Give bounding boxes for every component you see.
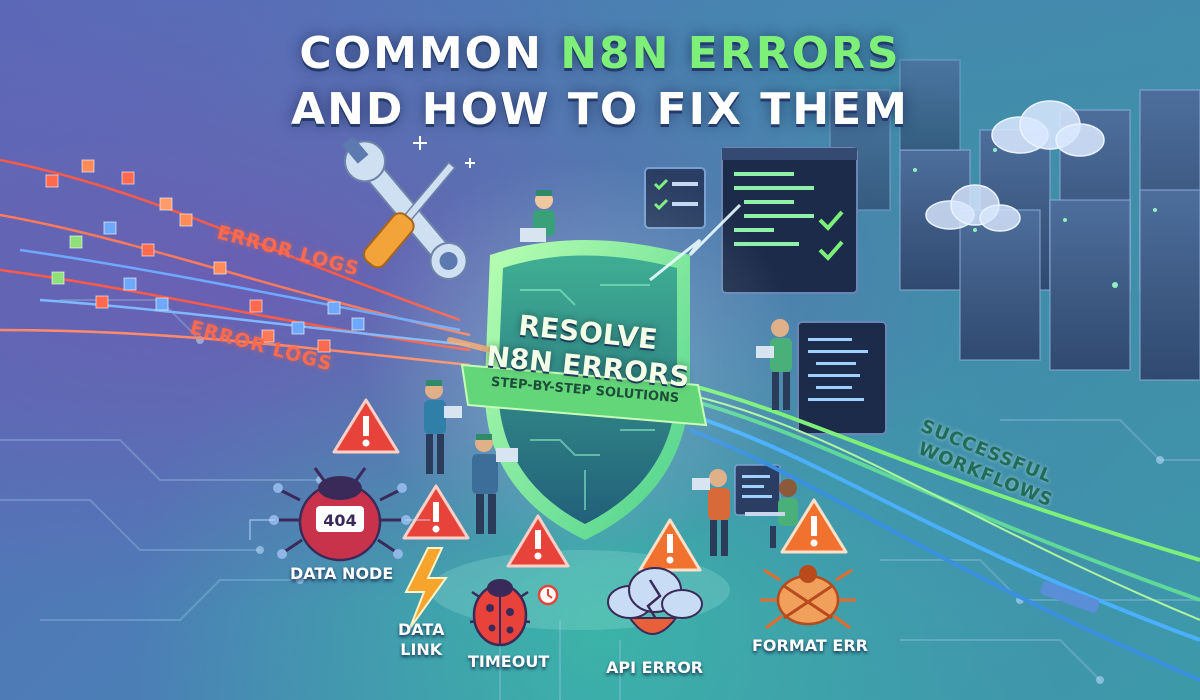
cloud-icon (925, 184, 1021, 232)
person-figure (472, 434, 518, 534)
timeout-label: TIMEOUT (468, 652, 550, 671)
person-figure (692, 469, 730, 556)
format-err-label: FORMAT ERR (752, 636, 868, 655)
ladybug-icon (469, 579, 531, 647)
energy-beam (649, 203, 742, 282)
bug-code: 404 (323, 511, 356, 530)
warning-icon (638, 518, 702, 572)
data-node-label: DATA NODE (290, 564, 394, 583)
person-figure (745, 479, 798, 548)
clock-icon (537, 584, 559, 606)
page-title-line-2: AND HOW TO FIX THEM (291, 84, 909, 135)
title-prefix: COMMON (299, 28, 561, 79)
lightning-icon (404, 547, 448, 629)
title-accent: N8N ERRORS (560, 28, 901, 79)
warning-icon (780, 498, 848, 554)
data-blocks (45, 159, 365, 353)
sparkle-icon (413, 136, 475, 168)
shield-emblem (460, 240, 708, 540)
warning-icon (402, 484, 470, 540)
screwdriver-icon (362, 161, 456, 269)
person-figure (424, 380, 462, 474)
warning-icon (332, 398, 400, 454)
person-figure (756, 319, 792, 410)
circuit-traces (0, 299, 1200, 700)
code-monitor (797, 321, 887, 435)
format-bug-icon (760, 565, 856, 630)
warning-icon (506, 514, 570, 568)
cloud-icon (991, 100, 1105, 157)
pipe-connector (1040, 581, 1100, 613)
person-figure (520, 190, 555, 242)
data-link-label: DATA LINK (398, 620, 445, 659)
api-error-label: API ERROR (606, 658, 704, 677)
wrench-icon (342, 136, 468, 280)
broken-cloud-icon (607, 567, 703, 635)
page-title-line-1: COMMON N8N ERRORS (0, 28, 1200, 79)
